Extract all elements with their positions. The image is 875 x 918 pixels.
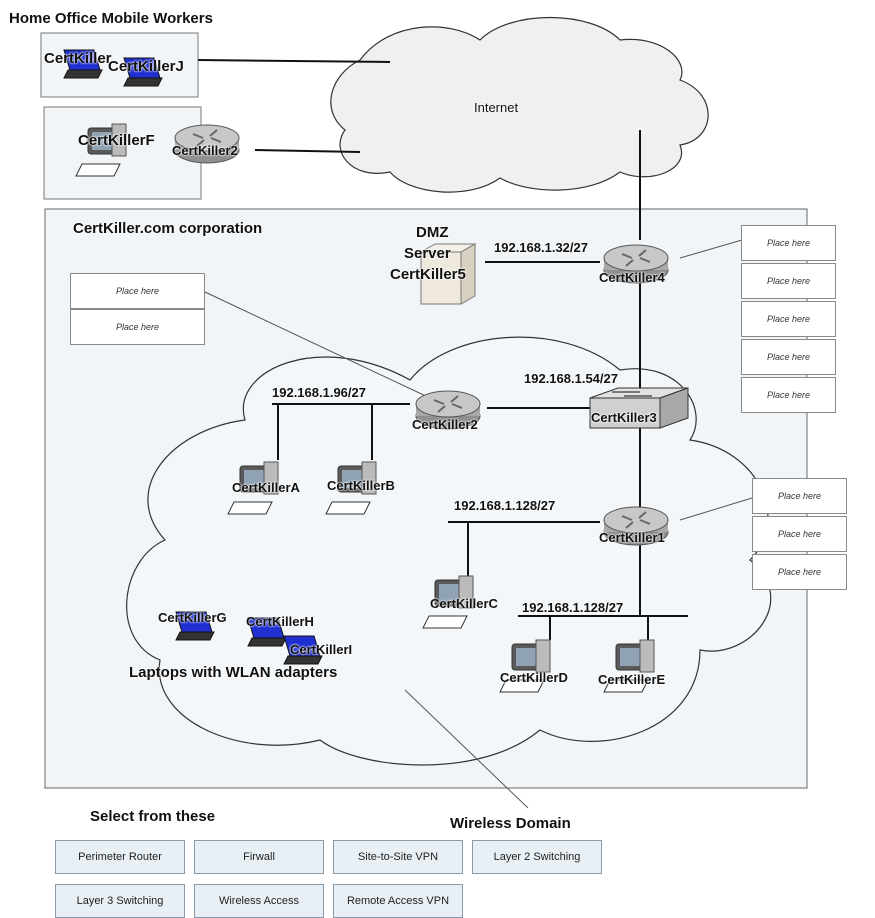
pc-f-label: CertKillerF xyxy=(78,132,155,149)
router-4-label: CertKiller4 xyxy=(599,270,665,285)
pc-e-label: CertKillerE xyxy=(598,672,666,687)
option-wireless-access[interactable]: Wireless Access xyxy=(194,884,324,918)
pc-d-label: CertKillerD xyxy=(500,670,568,685)
dropzone-right-3[interactable]: Place here xyxy=(741,301,836,337)
dropzone-right-2[interactable]: Place here xyxy=(741,263,836,299)
subnet-128b-label: 192.168.1.128/27 xyxy=(522,600,624,615)
subnet-dmz-label: 192.168.1.32/27 xyxy=(494,240,588,255)
dropzone-router1-2[interactable]: Place here xyxy=(752,516,847,552)
option-layer2-switching[interactable]: Layer 2 Switching xyxy=(472,840,602,874)
home-laptop-1-label: CertKiller xyxy=(44,50,112,67)
dmz-server-icon xyxy=(419,243,477,305)
home-laptop-2-label: CertKillerJ xyxy=(108,58,184,75)
pc-c-label: CertKillerC xyxy=(430,596,498,611)
laptop-g-label: CertKillerG xyxy=(158,610,227,625)
internet-cloud xyxy=(330,17,709,193)
dropzone-right-5[interactable]: Place here xyxy=(741,377,836,413)
select-title: Select from these xyxy=(90,808,216,825)
laptops-caption: Laptops with WLAN adapters xyxy=(129,664,338,681)
corporation-label: CertKiller.com corporation xyxy=(73,220,263,237)
subnet-128a-label: 192.168.1.128/27 xyxy=(454,498,556,513)
router-2-label: CertKiller2 xyxy=(412,417,478,432)
page-title: Home Office Mobile Workers xyxy=(9,10,213,27)
switch-3-icon xyxy=(589,387,689,429)
pc-b-label: CertKillerB xyxy=(327,478,395,493)
home-router-label: CertKiller2 xyxy=(172,143,238,158)
internet-label: Internet xyxy=(474,100,519,115)
dropzone-router1-1[interactable]: Place here xyxy=(752,478,847,514)
option-perimeter-router[interactable]: Perimeter Router xyxy=(55,840,185,874)
wireless-domain-label: Wireless Domain xyxy=(450,815,571,832)
dropzone-left-1[interactable]: Place here xyxy=(70,273,205,309)
switch-3-label: CertKiller3 xyxy=(591,410,657,425)
dropzone-router1-3[interactable]: Place here xyxy=(752,554,847,590)
dropzone-right-1[interactable]: Place here xyxy=(741,225,836,261)
pc-a-label: CertKillerA xyxy=(232,480,300,495)
subnet-96-label: 192.168.1.96/27 xyxy=(272,385,366,400)
laptop-i-label: CertKillerI xyxy=(290,642,353,657)
option-remote-access-vpn[interactable]: Remote Access VPN xyxy=(333,884,463,918)
dropzone-left-2[interactable]: Place here xyxy=(70,309,205,345)
dropzone-right-4[interactable]: Place here xyxy=(741,339,836,375)
router-1-label: CertKiller1 xyxy=(599,530,665,545)
home-laptops-box xyxy=(40,32,199,98)
laptop-h-label: CertKillerH xyxy=(246,614,314,629)
option-layer3-switching[interactable]: Layer 3 Switching xyxy=(55,884,185,918)
dmz-server-name: CertKiller5 xyxy=(390,266,466,283)
subnet-54-label: 192.168.1.54/27 xyxy=(524,371,618,386)
option-site-to-site-vpn[interactable]: Site-to-Site VPN xyxy=(333,840,463,874)
dmz-label: DMZ xyxy=(416,224,449,241)
dmz-server-label: Server xyxy=(404,245,451,262)
option-firewall[interactable]: Firwall xyxy=(194,840,324,874)
